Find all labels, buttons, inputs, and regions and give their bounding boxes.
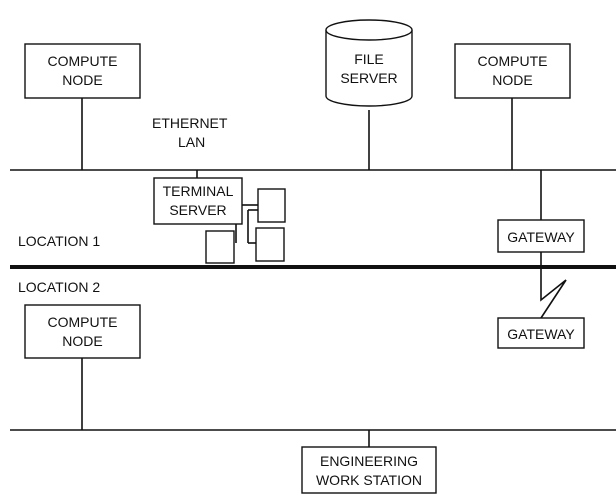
compute-node-location-2: COMPUTE NODE (24, 304, 141, 430)
svg-text:SERVER: SERVER (169, 202, 226, 218)
location-2-label: LOCATION 2 (18, 279, 100, 295)
compute-node-left: COMPUTE NODE (24, 43, 141, 170)
svg-text:GATEWAY: GATEWAY (507, 326, 575, 342)
terminal-box-1 (257, 188, 286, 223)
svg-text:NODE: NODE (62, 333, 102, 349)
svg-text:COMPUTE: COMPUTE (48, 53, 118, 69)
terminal-box-2 (205, 230, 235, 264)
terminal-server: TERMINAL SERVER (153, 170, 258, 244)
svg-text:WORK STATION: WORK STATION (316, 472, 422, 488)
svg-text:COMPUTE: COMPUTE (478, 53, 548, 69)
compute-node-right: COMPUTE NODE (454, 43, 571, 170)
svg-text:COMPUTE: COMPUTE (48, 314, 118, 330)
svg-text:NODE: NODE (492, 72, 532, 88)
ethernet-lan-label-line1: ETHERNET (152, 115, 228, 131)
gateway-location-2: GATEWAY (497, 317, 585, 349)
location-1-label: LOCATION 1 (18, 233, 100, 249)
gateway-location-1: GATEWAY (497, 170, 585, 253)
svg-text:SERVER: SERVER (340, 70, 397, 86)
svg-text:FILE: FILE (354, 51, 384, 67)
wan-link (540, 252, 567, 319)
ethernet-lan-label-line2: LAN (178, 134, 205, 150)
file-server: FILE SERVER (325, 19, 413, 170)
engineering-work-station: ENGINEERING WORK STATION (301, 430, 437, 494)
svg-text:NODE: NODE (62, 72, 102, 88)
terminal-box-3 (255, 227, 285, 262)
svg-text:ENGINEERING: ENGINEERING (320, 453, 418, 469)
svg-text:TERMINAL: TERMINAL (163, 183, 234, 199)
svg-text:GATEWAY: GATEWAY (507, 229, 575, 245)
